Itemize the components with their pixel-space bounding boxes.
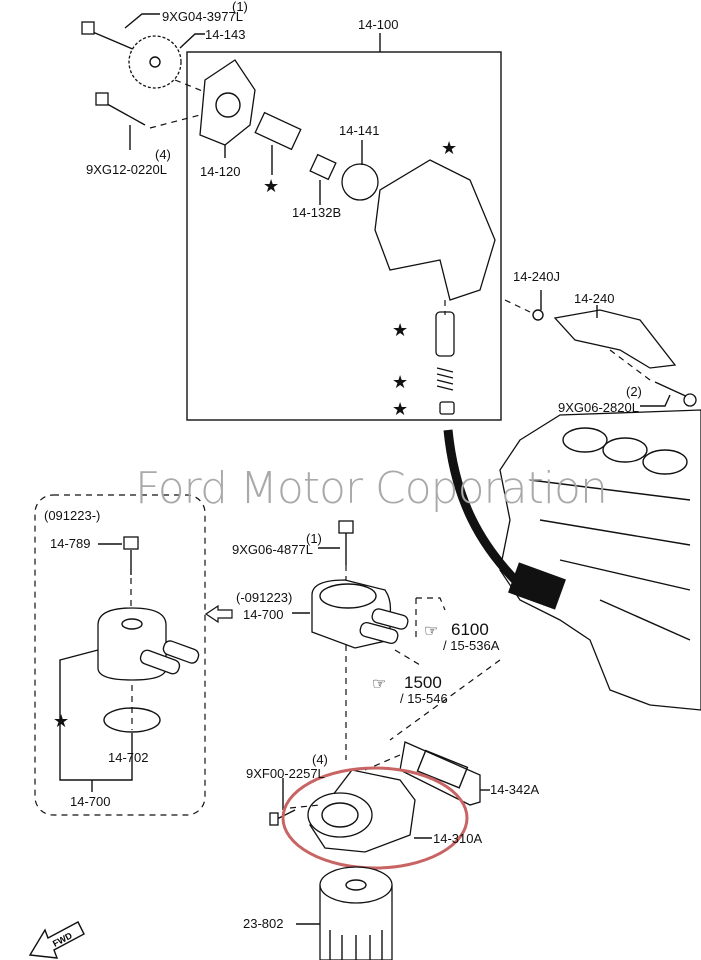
filter-body-parts	[269, 741, 490, 853]
oil-filter	[296, 866, 393, 960]
reference-link-6100[interactable]: 6100	[451, 620, 489, 639]
strainer-group	[504, 290, 697, 407]
star-icon: ★	[263, 176, 279, 196]
part-label-rotor[interactable]: 14-141	[339, 123, 379, 138]
date-range-label: (-091223)	[236, 590, 292, 605]
star-icon: ★	[53, 711, 69, 731]
new-cooler-box	[34, 494, 206, 816]
star-icon: ★	[392, 399, 408, 419]
part-label-cooler-bolt[interactable]: 9XG06-4877L	[232, 542, 313, 557]
fwd-arrow-icon: FWD	[28, 921, 85, 959]
part-label-sprocket[interactable]: 14-143	[205, 27, 245, 42]
reference-link-1500[interactable]: 1500	[404, 673, 442, 692]
qty-label: (1)	[232, 0, 248, 14]
pump-assembly-box	[186, 51, 502, 421]
hatched-arrow-icon	[204, 604, 233, 624]
part-label-old-cooler[interactable]: 14-700	[243, 607, 283, 622]
part-label-new-bolt[interactable]: 14-789	[50, 536, 90, 551]
part-label-bolt-top[interactable]: 9XG04-3977L	[162, 9, 243, 24]
pointing-hand-icon: ☞	[424, 623, 438, 640]
part-label-filter-body[interactable]: 14-310A	[433, 831, 482, 846]
part-label-new-cooler[interactable]: 14-700	[70, 794, 110, 809]
part-label-pump-assembly[interactable]: 14-100	[358, 17, 398, 32]
part-label-gasket[interactable]: 14-342A	[490, 782, 539, 797]
pointing-hand-icon: ☞	[372, 676, 386, 693]
reference-sub-label[interactable]: / 15-536A	[443, 638, 500, 653]
highlight-circle	[281, 766, 469, 870]
star-icon: ★	[392, 320, 408, 340]
part-label-filter-bolt[interactable]: 9XF00-2257L	[246, 766, 325, 781]
star-icon: ★	[392, 372, 408, 392]
part-label-oring[interactable]: 14-240J	[513, 269, 560, 284]
new-cooler-parts	[59, 536, 200, 792]
engine-block	[443, 409, 701, 711]
qty-label: (1)	[306, 531, 322, 546]
qty-label: (4)	[312, 752, 328, 767]
part-label-strainer[interactable]: 14-240	[574, 291, 614, 306]
part-label-strainer-bolt[interactable]: 9XG06-2820L	[558, 400, 639, 415]
part-label-bolt-mid[interactable]: 9XG12-0220L	[86, 162, 167, 177]
sprocket-group	[81, 13, 206, 150]
pump-parts	[199, 59, 496, 415]
qty-label: (2)	[626, 384, 642, 399]
date-range-label: (091223-)	[44, 508, 100, 523]
part-label-new-gasket[interactable]: 14-702	[108, 750, 148, 765]
part-label-oil-filter[interactable]: 23-802	[243, 916, 283, 931]
star-icon: ★	[441, 138, 457, 158]
watermark: Ford Motor Coporation	[135, 463, 607, 514]
part-label-cover[interactable]: 14-120	[200, 164, 240, 179]
old-cooler-parts	[204, 520, 501, 760]
part-label-shaft-key[interactable]: 14-132B	[292, 205, 341, 220]
reference-sub-label[interactable]: / 15-546	[400, 691, 448, 706]
qty-label: (4)	[155, 147, 171, 162]
